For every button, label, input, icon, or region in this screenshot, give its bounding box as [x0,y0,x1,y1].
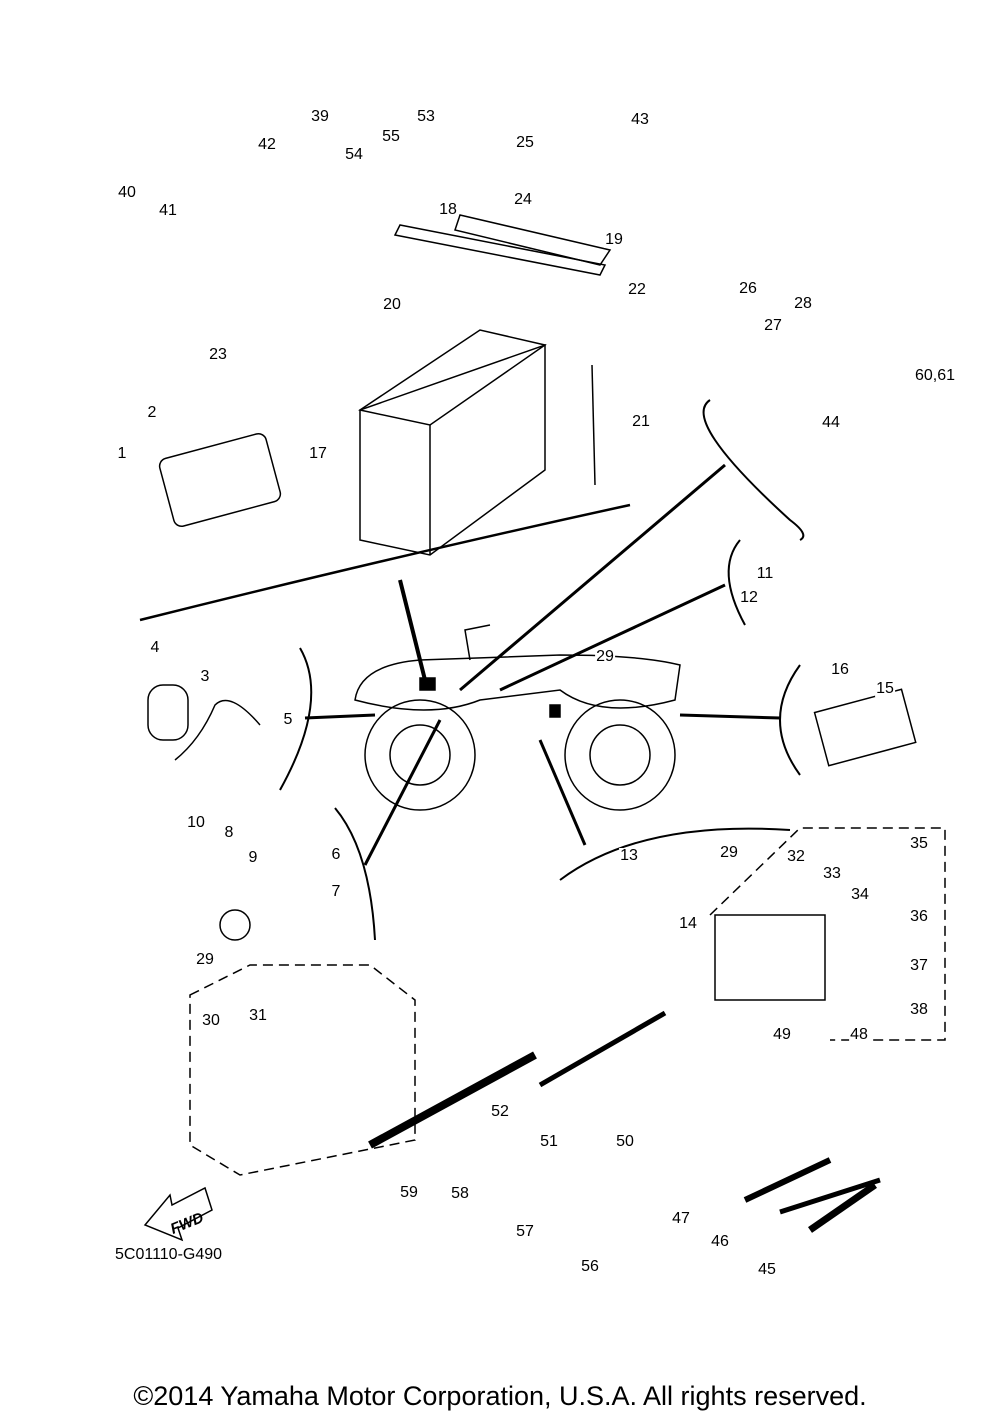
connector-line [499,583,726,692]
callout-26: 26 [738,280,758,297]
connector-line [398,579,427,681]
callout-34: 34 [850,886,870,903]
callout-27: 27 [763,317,783,334]
callout-39: 39 [310,108,330,125]
callout-42: 42 [257,136,277,153]
callout-13: 13 [619,847,639,864]
plug-cap-5 [174,699,261,761]
callout-14: 14 [678,915,698,932]
cable-tie-59 [368,1051,537,1149]
callout-45: 45 [757,1261,777,1278]
cable-tie-47 [743,1157,832,1203]
callout-29: 29 [195,951,215,968]
callout-48: 48 [849,1026,869,1043]
callout-41: 41 [158,202,178,219]
callout-58: 58 [450,1185,470,1202]
callout-44: 44 [821,414,841,431]
callout-3: 3 [199,668,211,685]
callout-12: 12 [739,589,759,606]
callout-46: 46 [710,1233,730,1250]
callout-31: 31 [248,1007,268,1024]
o-ring-9 [219,909,251,941]
ecu-1 [158,433,282,527]
cable-tie-52 [538,1010,667,1088]
callout-55: 55 [381,128,401,145]
callout-52: 52 [490,1103,510,1120]
connector-line [679,713,781,720]
copyright-notice: ©2014 Yamaha Motor Corporation, U.S.A. A… [133,1381,867,1411]
callout-22: 22 [627,281,647,298]
callout-6: 6 [330,846,342,863]
callout-23: 23 [208,346,228,363]
connector-line [459,463,726,692]
callout-54: 54 [344,146,364,163]
callout-29: 29 [595,648,615,665]
callout-50: 50 [615,1133,635,1150]
callout-16: 16 [830,661,850,678]
connector-line [538,739,587,846]
callout-37: 37 [909,957,929,974]
callout-33: 33 [822,865,842,882]
cable-tie-45 [808,1182,877,1233]
callout-7: 7 [330,883,342,900]
sensor-panel-boundary [727,539,746,626]
dashed-box-fuse [709,827,946,1041]
dashed-box-harness [189,964,416,1176]
callout-28: 28 [793,295,813,312]
callout-10: 10 [186,814,206,831]
cable-tie-46 [779,1177,881,1215]
callout-53: 53 [416,108,436,125]
callout-19: 19 [604,231,624,248]
callout-25: 25 [515,134,535,151]
callout-36: 36 [909,908,929,925]
callout-2: 2 [146,404,158,421]
callout-59: 59 [399,1184,419,1201]
callout-1: 1 [116,445,128,462]
callout-47: 47 [671,1210,691,1227]
ignition-coil-3 [147,684,189,741]
pickup-panel-boundary [334,807,376,941]
connector-line [304,713,376,720]
coil-panel-boundary [279,647,313,791]
callout-38: 38 [909,1001,929,1018]
callout-11: 11 [755,565,775,582]
callout-60-61: 60,61 [913,367,957,384]
battery-bracket-18 [393,224,607,276]
callout-4: 4 [149,639,161,656]
battery-cover-19 [454,214,612,266]
fwd-arrow [143,1186,213,1242]
callout-21: 21 [631,413,651,430]
callout-43: 43 [630,111,650,128]
callout-51: 51 [539,1133,559,1150]
callout-18: 18 [438,201,458,218]
top-panel-boundary [139,503,631,622]
connector-line [363,719,442,866]
callout-17: 17 [308,445,328,462]
relay-box-29 [714,914,826,1001]
ignition-panel-boundary [702,399,805,541]
callout-49: 49 [772,1026,792,1043]
callout-32: 32 [786,848,806,865]
drawing-code: 5C01110-G490 [115,1246,223,1263]
callout-24: 24 [513,191,533,208]
callout-35: 35 [909,835,929,852]
callout-57: 57 [515,1223,535,1240]
relay-panel-boundary [559,827,791,881]
rectifier-15 [813,688,917,767]
bolt-21 [591,364,596,486]
battery-17 [358,329,547,556]
callout-8: 8 [223,824,235,841]
callout-5: 5 [282,711,294,728]
callout-20: 20 [382,296,402,313]
callout-29: 29 [719,844,739,861]
callout-56: 56 [580,1258,600,1275]
callout-9: 9 [247,849,259,866]
callout-30: 30 [201,1012,221,1029]
atv-illustration [354,624,681,811]
rectifier-panel-boundary [779,664,801,776]
callout-15: 15 [875,680,895,697]
callout-40: 40 [117,184,137,201]
